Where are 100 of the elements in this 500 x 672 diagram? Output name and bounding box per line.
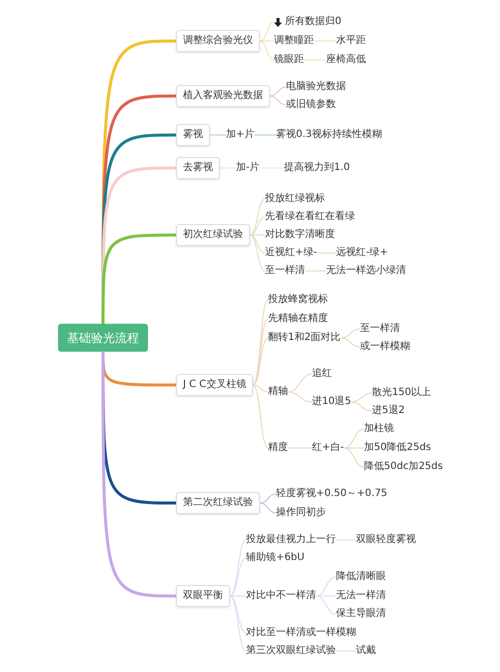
topic-box xyxy=(176,492,260,514)
branch-text: 先看绿在看红在看绿 xyxy=(265,211,355,223)
connector-line xyxy=(250,234,266,272)
root-topic-box xyxy=(58,324,148,352)
connector-line xyxy=(260,22,274,42)
branch-text: 保主导眼清 xyxy=(336,608,386,620)
connector-line xyxy=(344,428,364,448)
branch-text: 轻度雾视+0.50～+0.75 xyxy=(276,488,388,500)
connector-line xyxy=(254,134,276,136)
branch-text: 降低50dc加25ds xyxy=(364,461,443,473)
topic-box xyxy=(176,85,270,107)
topic-box xyxy=(176,124,210,146)
branch-text: 至一样清 xyxy=(265,265,305,277)
topic-label: 雾视 xyxy=(183,129,203,141)
connector-line xyxy=(350,392,372,402)
connector-line xyxy=(304,270,326,272)
branch-text: 所有数据归0 xyxy=(285,16,342,28)
branch-text: 精度 xyxy=(268,442,288,454)
branch-text: 进5退2 xyxy=(372,405,405,417)
connector-line xyxy=(250,234,266,254)
topic-label: 第二次红绿试验 xyxy=(183,497,253,509)
topic-label: 双眼平衡 xyxy=(183,590,223,602)
connector-line xyxy=(270,86,286,96)
topic-label: 初次红绿试验 xyxy=(183,229,243,241)
branch-text: 先精轴在精度 xyxy=(268,313,328,325)
connector-line xyxy=(260,494,276,504)
branch-text: 降低清晰眼 xyxy=(336,571,386,583)
topic-box xyxy=(176,374,254,396)
connector-line xyxy=(316,576,336,596)
branch-text: 加+片 xyxy=(226,129,254,141)
connector-line xyxy=(344,448,364,468)
branch-text: 提高视力到1.0 xyxy=(284,162,350,174)
topic-box xyxy=(176,585,230,607)
branch-text: 加50降低25ds xyxy=(364,442,432,454)
branch-text: 投放蜂窝视标 xyxy=(268,294,328,306)
connector-line xyxy=(336,650,356,652)
connector-line xyxy=(316,596,336,614)
connector-line xyxy=(260,502,276,514)
branch-text: 投放红绿视标 xyxy=(265,193,325,205)
branch-text: 精轴 xyxy=(268,386,288,398)
branch-text: 辅助镜+6bU xyxy=(246,552,304,564)
branch-text: 试戴 xyxy=(356,645,376,657)
connector-line xyxy=(260,40,274,60)
branch-text: 追红 xyxy=(312,368,332,380)
branch-text: 红+白- xyxy=(312,442,344,454)
branch-text: 进10退5 xyxy=(312,396,352,408)
connector-line xyxy=(314,40,336,42)
branch-text: 操作同初步 xyxy=(276,507,326,519)
connector-line xyxy=(250,216,266,236)
branch-text: 投放最佳视力上一行 xyxy=(246,534,336,546)
connector-line xyxy=(230,596,246,652)
connector-line xyxy=(210,134,226,136)
connector-line xyxy=(250,234,266,236)
branch-text: 对比至一样清或一样模糊 xyxy=(246,627,356,639)
connector-line xyxy=(252,384,268,392)
branch-text: 或一样模糊 xyxy=(360,341,410,353)
branch-text: 散光150以上 xyxy=(372,387,432,399)
topic-label: 调整综合验光仪 xyxy=(183,35,253,47)
branch-text: 无法一样清 xyxy=(336,590,386,602)
topic-label: 基础验光流程 xyxy=(67,330,139,346)
branch-text: 至一样清 xyxy=(360,323,400,335)
connector-line xyxy=(252,384,268,448)
connector-line xyxy=(340,328,360,338)
connector-line xyxy=(230,596,246,634)
topic-box xyxy=(176,30,260,52)
branch-text: 加-片 xyxy=(236,162,260,174)
connector-line xyxy=(252,338,268,386)
branch-text: 近视红+绿- xyxy=(265,247,317,259)
branch-text: 第三次双眼红绿试验 xyxy=(246,645,336,657)
connector-line xyxy=(252,318,268,386)
topic-box xyxy=(176,224,250,246)
connector-line xyxy=(288,374,312,392)
connector-line xyxy=(288,392,312,402)
branch-text: 电脑验光数据 xyxy=(286,81,346,93)
connector-line xyxy=(230,558,246,596)
connector-line xyxy=(260,40,274,42)
branch-text: 翻转1和2面对比 xyxy=(268,332,341,344)
branch-text: 对比数字清晰度 xyxy=(265,229,335,241)
topic-label: 植入客观验光数据 xyxy=(183,90,263,102)
connector-line xyxy=(102,234,176,324)
branch-text: 镜眼距 xyxy=(274,54,304,66)
topic-label: 去雾视 xyxy=(183,162,213,174)
topic-label: J C C交叉柱镜 xyxy=(183,379,246,391)
connector-line xyxy=(350,402,372,412)
connector-line xyxy=(250,198,266,236)
connector-line xyxy=(230,540,246,596)
connector-line xyxy=(316,252,336,254)
connector-line xyxy=(102,352,176,598)
branch-text: 雾视0.3视标持续性模糊 xyxy=(276,129,382,141)
branch-text: 座椅高低 xyxy=(326,54,366,66)
topic-box xyxy=(176,157,220,179)
branch-text: 双眼轻度雾视 xyxy=(356,534,416,546)
branch-text: 或旧镜参数 xyxy=(286,99,336,111)
branch-text: 调整瞳距 xyxy=(274,35,314,47)
branch-text: 对比中不一样清 xyxy=(246,590,316,602)
connector-line xyxy=(340,338,360,348)
connector-line xyxy=(252,300,268,386)
branch-text: 无法一样选小绿清 xyxy=(326,265,406,277)
branch-text: 水平距 xyxy=(336,35,366,47)
branch-text: 远视红-绿+ xyxy=(336,247,388,259)
